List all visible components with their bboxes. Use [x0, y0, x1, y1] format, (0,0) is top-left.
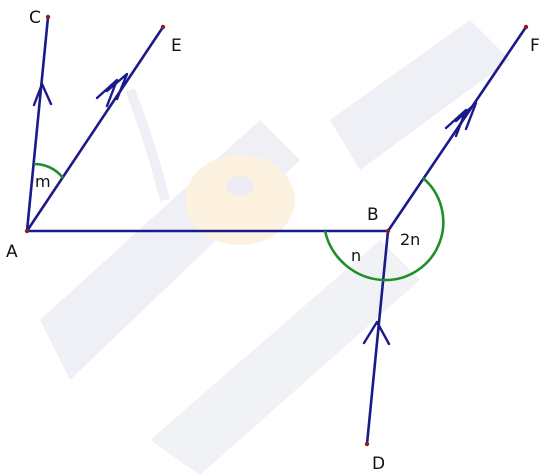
arrow-mark-bf-2	[454, 101, 478, 131]
arrow-mark-ae-1	[95, 78, 119, 108]
point-label-a: A	[6, 242, 18, 262]
point-a-dot	[24, 228, 30, 234]
segment-bd	[365, 229, 390, 446]
angle-label-m: m	[35, 172, 51, 191]
point-d-dot	[364, 441, 370, 447]
watermark-bee-head	[185, 155, 295, 245]
point-c-dot	[45, 14, 51, 20]
angle-arc-m	[33, 162, 65, 179]
arrow-mark-ae-2	[105, 72, 129, 101]
watermark-stripe-3	[150, 240, 420, 475]
point-label-c: C	[29, 8, 41, 28]
watermark-bee-eye	[226, 176, 254, 196]
watermark-antenna	[125, 88, 170, 202]
point-label-f: F	[530, 36, 540, 56]
segment-ac	[25, 15, 50, 233]
point-label-b: B	[367, 205, 379, 225]
angle-label-n: n	[351, 246, 361, 265]
angle-label-2n: 2n	[400, 230, 420, 249]
point-label-e: E	[171, 36, 182, 56]
point-e-dot	[160, 24, 166, 30]
arrow-mark-bd	[362, 320, 391, 346]
segment-bf	[386, 25, 528, 233]
watermark-stripe-2	[330, 20, 510, 170]
point-b-dot	[385, 228, 391, 234]
arrow-mark-ac	[32, 82, 53, 107]
angle-arc-n	[323, 230, 383, 282]
point-f-dot	[523, 24, 529, 30]
segment-ae	[25, 25, 165, 233]
angle-arc-2n	[381, 177, 445, 282]
point-label-d: D	[372, 454, 385, 474]
arrow-mark-bf-1	[444, 108, 468, 138]
watermark-logo	[40, 20, 510, 475]
